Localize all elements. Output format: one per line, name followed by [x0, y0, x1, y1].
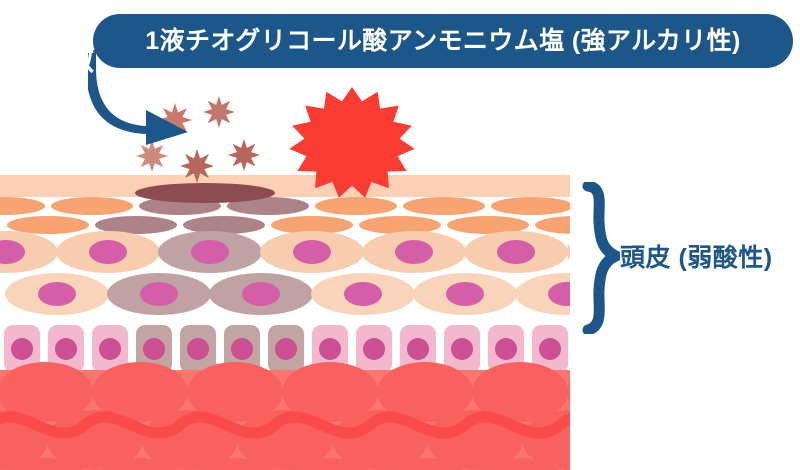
- dermis-blob: [567, 381, 570, 403]
- granular-cell-row-2-nucleus: [548, 282, 570, 306]
- corneocyte-row-2-cell: [447, 216, 529, 234]
- basal-cell-row-nucleus: [231, 338, 253, 360]
- dermis-blob: [101, 458, 179, 470]
- dermis-blob: [6, 458, 84, 470]
- skin-layer-group: [0, 175, 570, 470]
- granular-cell-row-2-nucleus: [140, 282, 178, 306]
- lesion-ellipse: [135, 183, 275, 203]
- basal-cell-row-nucleus: [363, 338, 385, 360]
- scalp-label: 頭皮 (弱酸性): [620, 244, 773, 272]
- corneocyte-row-1-cell: [51, 197, 133, 215]
- granular-cell-row-2-cell: [515, 273, 570, 315]
- basal-cell-row-nucleus: [451, 338, 473, 360]
- granular-cell-row-1-nucleus: [191, 240, 229, 264]
- corneocyte-row-2-cell: [271, 216, 353, 234]
- dermis-blob: [92, 362, 188, 422]
- dermis-blob: [282, 362, 378, 422]
- corneocyte-row-1-cell: [403, 197, 485, 215]
- basal-cell-row-nucleus: [495, 338, 517, 360]
- basal-cell-row-nucleus: [407, 338, 429, 360]
- granular-cell-row-1-cell: [566, 243, 570, 261]
- corneocyte-row-2-cell: [535, 216, 570, 234]
- granular-cell-row-1-nucleus: [395, 240, 433, 264]
- curly-brace-icon: [582, 182, 620, 334]
- dermis-blob: [472, 362, 568, 422]
- corneocyte-row-1-cell: [315, 197, 397, 215]
- granular-cell-row-2-nucleus: [242, 282, 280, 306]
- corneocyte-row-2-cell: [95, 216, 177, 234]
- dermis-blob: [187, 362, 283, 422]
- corneocyte-row-2-cell: [7, 216, 89, 234]
- curved-arrow-icon: [88, 50, 188, 145]
- granular-cell-row-1-nucleus: [293, 240, 331, 264]
- basal-cell-row-nucleus: [55, 338, 77, 360]
- callout-title-text: 1液チオグリコール酸アンモニウム塩 (強アルカリ性): [145, 26, 741, 55]
- stimulus-starburst-badge: [289, 87, 415, 198]
- title-callout-bubble: 1液チオグリコール酸アンモニウム塩 (強アルカリ性): [93, 14, 793, 68]
- granular-cell-row-1-nucleus: [497, 240, 535, 264]
- basal-cell-row-nucleus: [275, 338, 297, 360]
- star-burst-icon: [228, 139, 260, 171]
- basal-cell-row-nucleus: [187, 338, 209, 360]
- star-burst-icon: [180, 149, 214, 183]
- star-burst-icon: [136, 140, 168, 172]
- granular-cell-row-2-nucleus: [446, 282, 484, 306]
- dermis-blob: [481, 458, 559, 470]
- starburst-shape: [289, 87, 415, 198]
- granular-cell-row-2-nucleus: [38, 282, 76, 306]
- skin-cross-section: [0, 175, 570, 470]
- granular-cell-row-1-nucleus: [89, 240, 127, 264]
- dermis-wave: [0, 411, 570, 439]
- dermis-blob: [291, 458, 369, 470]
- basal-cell-row-nucleus: [539, 338, 561, 360]
- corneocyte-row-1-cell: [0, 197, 45, 215]
- corneocyte-row-2-cell: [359, 216, 441, 234]
- dermis-blob: [377, 362, 473, 422]
- star-burst-icon: [203, 96, 235, 128]
- corneocyte-row-2-cell: [183, 216, 265, 234]
- dermis-blob: [386, 458, 464, 470]
- dermis-blob: [196, 458, 274, 470]
- basal-cell-row-nucleus: [99, 338, 121, 360]
- dermis-blob: [0, 362, 93, 422]
- granular-cell-row-1-nucleus: [0, 240, 25, 264]
- granular-cell-row-2-nucleus: [344, 282, 382, 306]
- corneocyte-row-1-cell: [491, 197, 570, 215]
- corneocyte-row-1-cell: [227, 197, 309, 215]
- basal-cell-row-nucleus: [143, 338, 165, 360]
- basal-cell-row-nucleus: [319, 338, 341, 360]
- basal-cell-row-nucleus: [11, 338, 33, 360]
